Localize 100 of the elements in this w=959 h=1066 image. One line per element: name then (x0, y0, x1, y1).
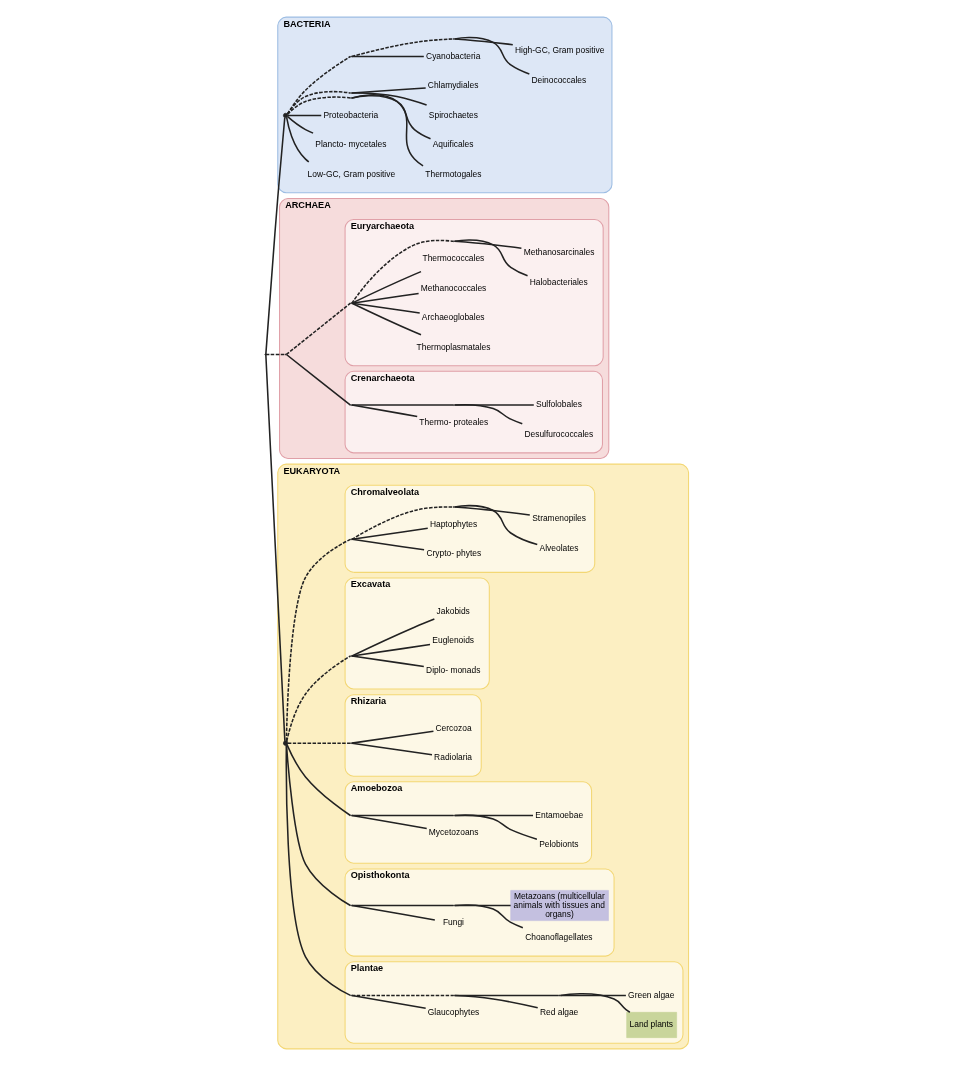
connector (453, 814, 534, 817)
connector (453, 36, 531, 75)
connector (351, 742, 433, 756)
connector (351, 527, 429, 541)
connector (286, 744, 352, 817)
node-text: Radiolaria (434, 752, 473, 763)
node-text: Entamoebae (535, 809, 584, 820)
connector (559, 994, 627, 997)
node-text: Cercozoa (435, 722, 472, 733)
connector (351, 618, 436, 657)
node-text: Methanosarcinales (523, 247, 595, 258)
connector (285, 538, 352, 742)
connector (453, 38, 514, 46)
connector (351, 643, 431, 657)
connector (351, 904, 454, 907)
connector (285, 302, 352, 356)
connector (285, 744, 352, 907)
connector (453, 504, 539, 546)
node-text: Euglenoids (432, 635, 475, 646)
node-text: Spirochaetes (428, 109, 479, 120)
connector (285, 744, 352, 997)
node-point (284, 353, 287, 356)
connector (265, 353, 286, 356)
node-point (350, 655, 353, 657)
connector (351, 404, 418, 418)
connector (351, 730, 435, 744)
node-point (558, 994, 561, 997)
node-text: Thermotogales (425, 168, 482, 179)
connector (351, 655, 425, 668)
node-box: Land plants (626, 1012, 677, 1038)
connector (453, 904, 524, 929)
connector (351, 538, 425, 551)
node-text: Thermoplasmatales (416, 341, 491, 352)
connector (351, 270, 422, 304)
connector (265, 353, 286, 742)
connector (351, 814, 454, 817)
node-text: Glaucophytes (427, 1007, 480, 1018)
connector (453, 239, 529, 277)
connector (351, 404, 454, 406)
node-text: Fungi (442, 917, 464, 928)
node-point (350, 55, 353, 58)
connector (286, 90, 352, 115)
connector (351, 302, 422, 336)
node-point (452, 38, 455, 40)
node-text: Chlamydiales (427, 80, 479, 91)
node-text: Green algae (628, 989, 675, 1000)
node-point (350, 97, 353, 99)
node-text: Pelobionts (539, 839, 579, 850)
node-point (452, 994, 455, 997)
connector (286, 115, 314, 134)
node-text: Halobacteriales (529, 276, 588, 287)
node-text: Stramenopiles (532, 513, 587, 524)
connector (287, 114, 322, 117)
node-text: Methanococcales (420, 282, 487, 293)
connector (351, 994, 454, 997)
connector (351, 292, 420, 304)
node-point (350, 994, 353, 997)
node-dot (283, 740, 289, 746)
node-point (452, 404, 455, 406)
node-text: Choanoflagellates (525, 932, 593, 943)
connector (285, 353, 352, 406)
connector (351, 506, 454, 541)
connector (351, 239, 454, 304)
connector (286, 55, 352, 115)
node-point (350, 302, 353, 305)
connector (453, 814, 538, 840)
connector (351, 94, 424, 167)
node-text: Crypto- phytes (426, 548, 482, 559)
connector (351, 92, 428, 106)
connector (351, 302, 421, 314)
node-text: Proteobacteria (323, 109, 379, 120)
connector (286, 96, 352, 115)
node-point (264, 353, 267, 356)
node-text: Sulfolobales (536, 399, 582, 410)
node-text: Red algae (539, 1007, 579, 1018)
connector (351, 994, 427, 1010)
node-point (350, 814, 353, 817)
node-dot (283, 112, 289, 119)
node-text: Cyanobacteria (426, 50, 481, 61)
connector (453, 994, 560, 997)
connector (453, 904, 512, 907)
connector (351, 814, 428, 830)
node-point (452, 904, 455, 907)
node-text: Alveolates (539, 542, 579, 553)
node-text: Thermococcales (422, 253, 485, 264)
connector (351, 38, 454, 58)
connector (453, 404, 524, 425)
connector (351, 94, 432, 140)
node-point (452, 506, 455, 508)
connector (453, 506, 531, 516)
node-point (350, 404, 353, 406)
node-text: Mycetozoans (428, 827, 479, 838)
connector (453, 240, 523, 249)
node-text: Haptophytes (429, 518, 478, 529)
connector (351, 55, 425, 58)
node-point (452, 814, 455, 817)
node-text: Low-GC, Gram positive (307, 168, 396, 179)
node-text: High-GC, Gram positive (514, 45, 605, 56)
connector (559, 993, 631, 1013)
connector (265, 117, 286, 356)
